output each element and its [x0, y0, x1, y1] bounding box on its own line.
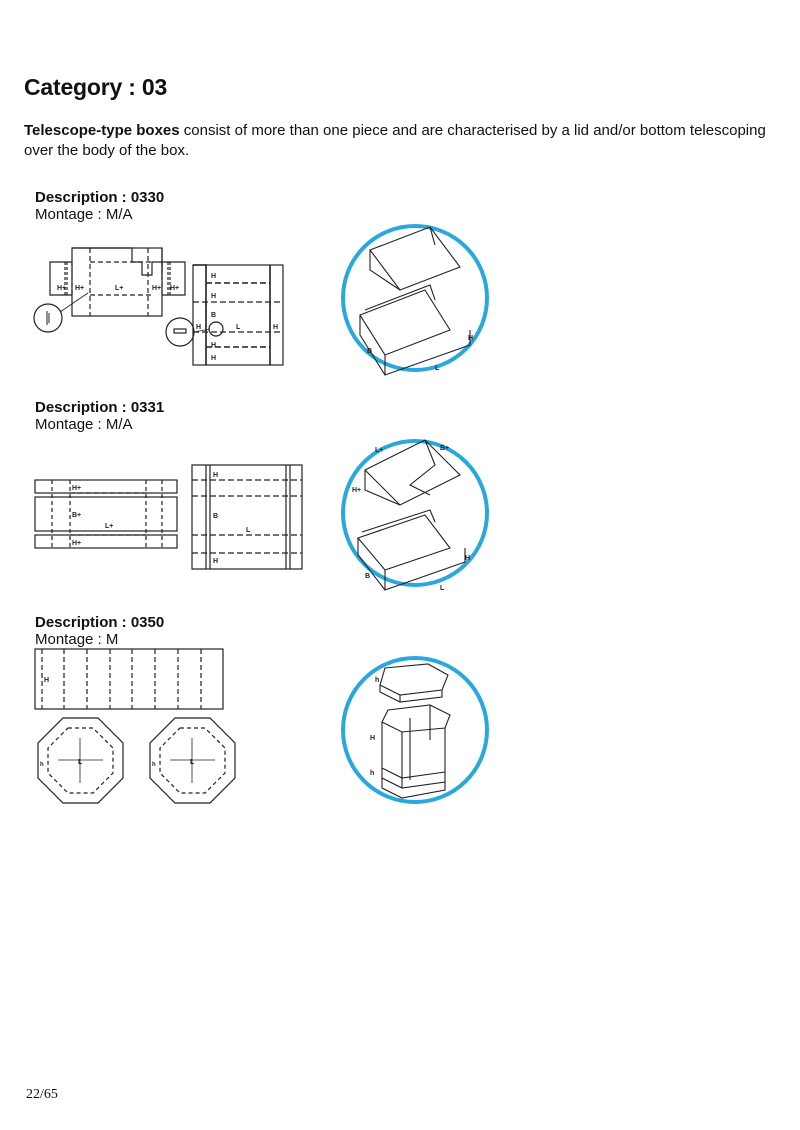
box-illustration-0330: B H L	[341, 224, 489, 376]
svg-text:H: H	[273, 324, 278, 331]
section-0330: Description : 0330 Montage : M/A	[35, 189, 775, 223]
svg-text:H: H	[44, 677, 49, 684]
svg-text:L: L	[435, 365, 440, 372]
svg-text:H+: H+	[75, 285, 84, 292]
svg-text:h: h	[40, 762, 44, 768]
svg-text:L: L	[78, 759, 83, 766]
die-cut-diagram-0330: H+ H+ L+ H+ H+ H H B H L H H H	[33, 247, 284, 366]
svg-text:L: L	[190, 759, 195, 766]
page-number: 22/65	[26, 1087, 58, 1102]
description-code: Description : 0331	[35, 399, 165, 416]
svg-text:H: H	[213, 558, 218, 565]
montage-label: Montage : M	[35, 631, 119, 648]
svg-text:H: H	[211, 342, 216, 349]
svg-text:B+: B+	[440, 445, 449, 452]
intro-paragraph: Telescope-type boxes consist of more tha…	[24, 121, 784, 161]
svg-text:L: L	[236, 324, 241, 331]
svg-text:H: H	[370, 735, 375, 742]
die-cut-diagram-0331: H+ B+ L+ H+ H B L H	[34, 464, 303, 570]
svg-text:B+: B+	[72, 512, 81, 519]
page-title: Category : 03	[24, 74, 168, 100]
accent-circle	[341, 656, 489, 804]
intro-bold-term: Telescope-type boxes	[24, 122, 180, 139]
svg-text:L: L	[440, 585, 445, 592]
section-0350: Description : 0350 Montage : M	[35, 614, 775, 648]
description-code: Description : 0350	[35, 614, 165, 631]
svg-text:B: B	[213, 513, 218, 520]
svg-text:H: H	[211, 293, 216, 300]
svg-text:H: H	[211, 355, 216, 362]
svg-text:H+: H+	[352, 487, 361, 494]
accent-circle	[341, 224, 489, 372]
svg-text:H: H	[211, 273, 216, 280]
svg-text:h: h	[152, 762, 156, 768]
svg-text:H+: H+	[72, 540, 81, 547]
box-illustration-0331: L+ B+ H+ B H L	[341, 439, 489, 592]
svg-text:B: B	[211, 312, 216, 319]
svg-text:h: h	[375, 677, 379, 684]
intro-text: consist of more than one piece and are c…	[24, 122, 766, 159]
label-l-plus: L+	[115, 285, 123, 292]
svg-text:L: L	[246, 527, 251, 534]
montage-label: Montage : M/A	[35, 416, 133, 433]
svg-text:h: h	[370, 770, 374, 777]
svg-text:H+: H+	[72, 485, 81, 492]
die-cut-diagram-0350: H L h L h	[34, 648, 236, 804]
accent-circle	[341, 439, 489, 587]
svg-text:H+: H+	[170, 285, 179, 292]
svg-text:L+: L+	[105, 523, 113, 530]
section-0331: Description : 0331 Montage : M/A	[35, 399, 775, 433]
svg-text:B: B	[367, 348, 372, 355]
svg-text:H+: H+	[152, 285, 161, 292]
svg-text:H: H	[468, 335, 473, 342]
label-h-plus: H+	[57, 285, 66, 292]
svg-text:H: H	[213, 472, 218, 479]
montage-label: Montage : M/A	[35, 206, 133, 223]
description-code: Description : 0330	[35, 189, 165, 206]
svg-text:H: H	[465, 555, 470, 562]
box-illustration-0350: h H h	[341, 656, 489, 804]
svg-text:L+: L+	[375, 447, 383, 454]
svg-text:B: B	[365, 573, 370, 580]
svg-text:H: H	[196, 324, 201, 331]
